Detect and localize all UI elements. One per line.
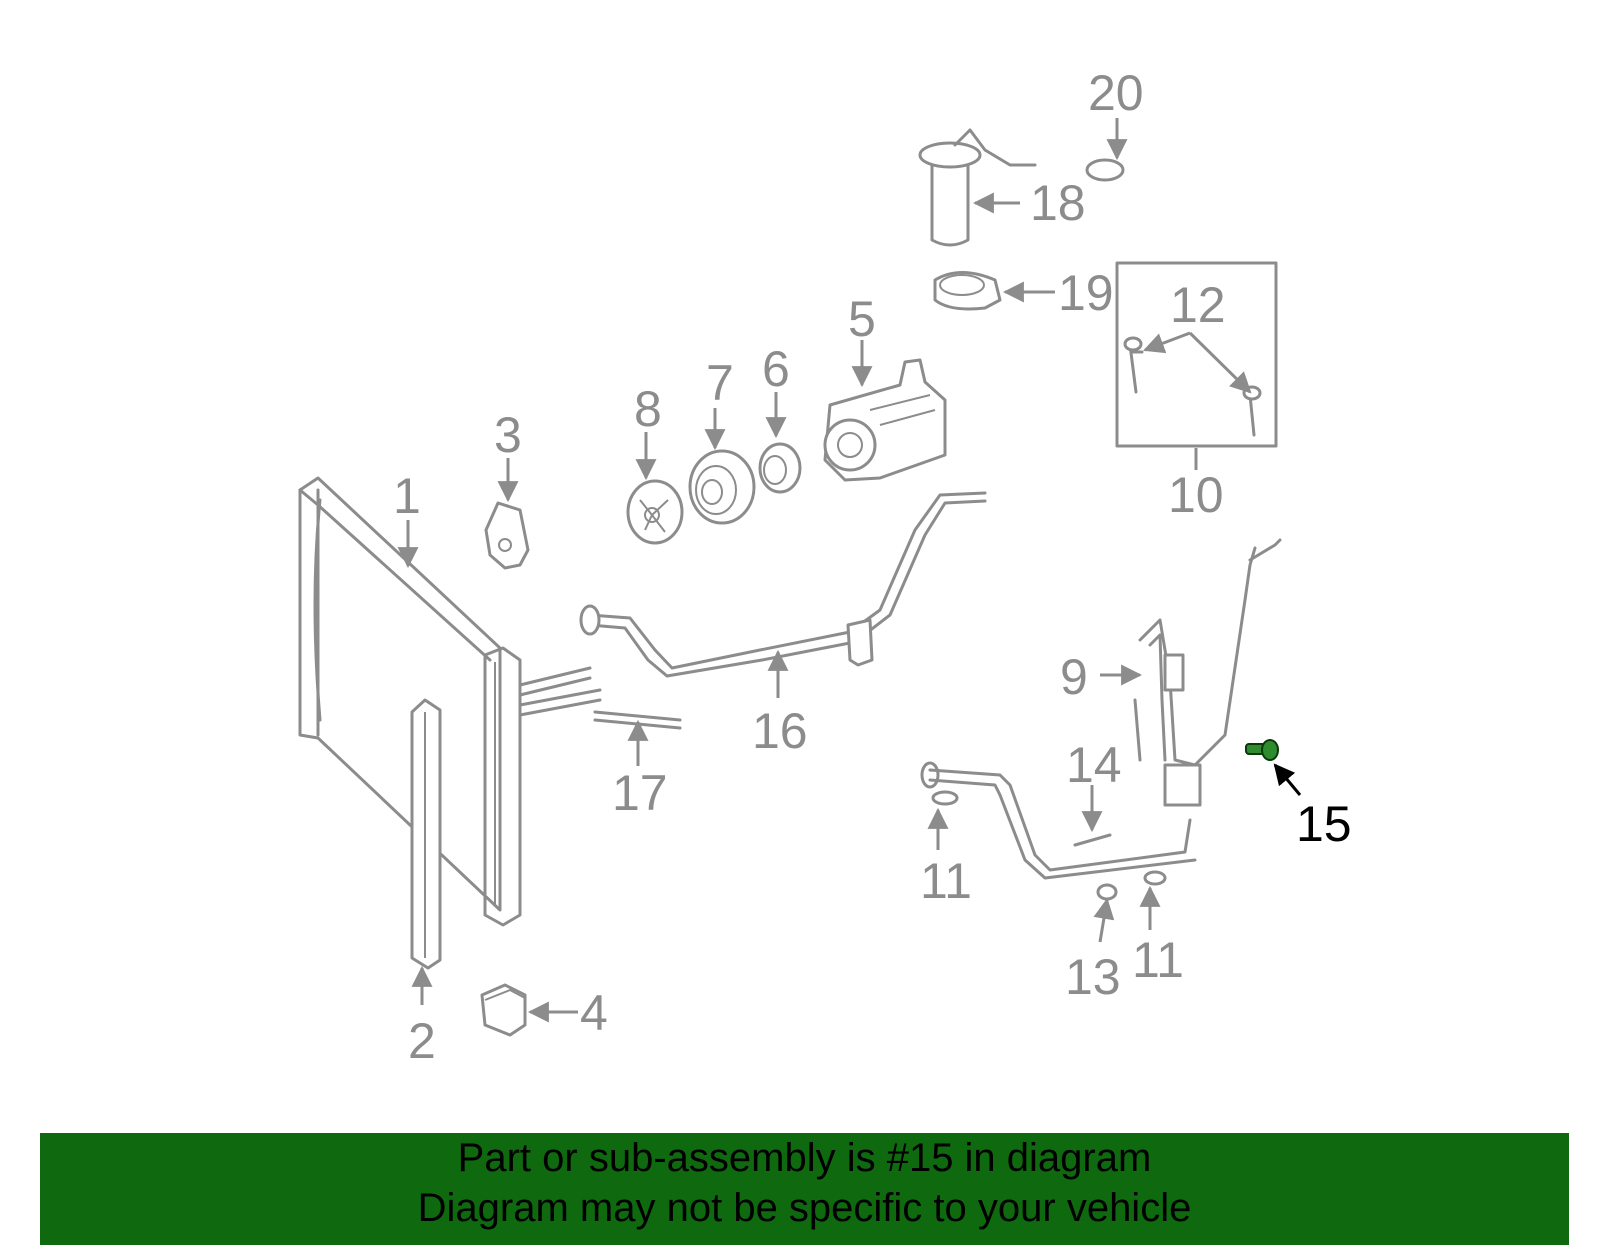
suction-line-part[interactable] — [920, 761, 1197, 880]
label-18: 18 — [1030, 175, 1086, 231]
label-10: 10 — [1168, 467, 1224, 523]
label-7: 7 — [706, 355, 734, 411]
label-16: 16 — [752, 703, 808, 759]
label-13: 13 — [1065, 949, 1121, 1005]
fitting-11b-part[interactable] — [1143, 870, 1167, 886]
label-8: 8 — [634, 381, 662, 437]
callout-labels: 1 2 3 4 5 6 7 8 9 10 11 11 12 13 14 15 1… — [393, 65, 1352, 1069]
condenser-part[interactable] — [298, 476, 602, 927]
kit-box[interactable] — [1115, 261, 1278, 448]
label-2: 2 — [408, 1013, 436, 1069]
label-11-left: 11 — [920, 853, 972, 909]
clamp-part[interactable] — [933, 271, 1002, 311]
info-banner: Part or sub-assembly is #15 in diagram D… — [40, 1133, 1569, 1245]
label-12: 12 — [1170, 277, 1226, 333]
mount-part[interactable] — [480, 983, 527, 1037]
hose-assembly-part[interactable] — [579, 491, 987, 678]
fitting-13-part[interactable] — [1096, 883, 1118, 901]
label-5: 5 — [848, 291, 876, 347]
label-14: 14 — [1066, 737, 1122, 793]
bolt-15-highlight[interactable] — [1245, 739, 1279, 761]
label-4: 4 — [580, 985, 608, 1041]
label-17: 17 — [612, 765, 668, 821]
line-assembly-part[interactable] — [1133, 538, 1282, 807]
side-seal-part[interactable] — [410, 698, 442, 970]
bracket-part[interactable] — [484, 501, 530, 570]
banner-line-1: Part or sub-assembly is #15 in diagram — [457, 1136, 1152, 1180]
label-1: 1 — [393, 468, 421, 524]
fitting-14-part[interactable] — [1073, 833, 1112, 847]
label-9: 9 — [1060, 649, 1088, 705]
clutch-plate-part[interactable] — [626, 479, 684, 545]
label-3: 3 — [494, 407, 522, 463]
pulley-part[interactable] — [688, 449, 756, 525]
label-19: 19 — [1058, 265, 1114, 321]
valve-cap-part[interactable] — [1085, 158, 1125, 182]
compressor-part[interactable] — [823, 358, 947, 482]
accumulator-part[interactable] — [918, 128, 1037, 247]
label-11-right: 11 — [1132, 932, 1184, 988]
coil-part[interactable] — [758, 442, 802, 494]
banner-line-2: Diagram may not be specific to your vehi… — [417, 1186, 1192, 1230]
label-6: 6 — [762, 341, 790, 397]
leader-lines — [397, 118, 1302, 1023]
label-20: 20 — [1088, 65, 1144, 121]
label-15: 15 — [1296, 796, 1352, 852]
